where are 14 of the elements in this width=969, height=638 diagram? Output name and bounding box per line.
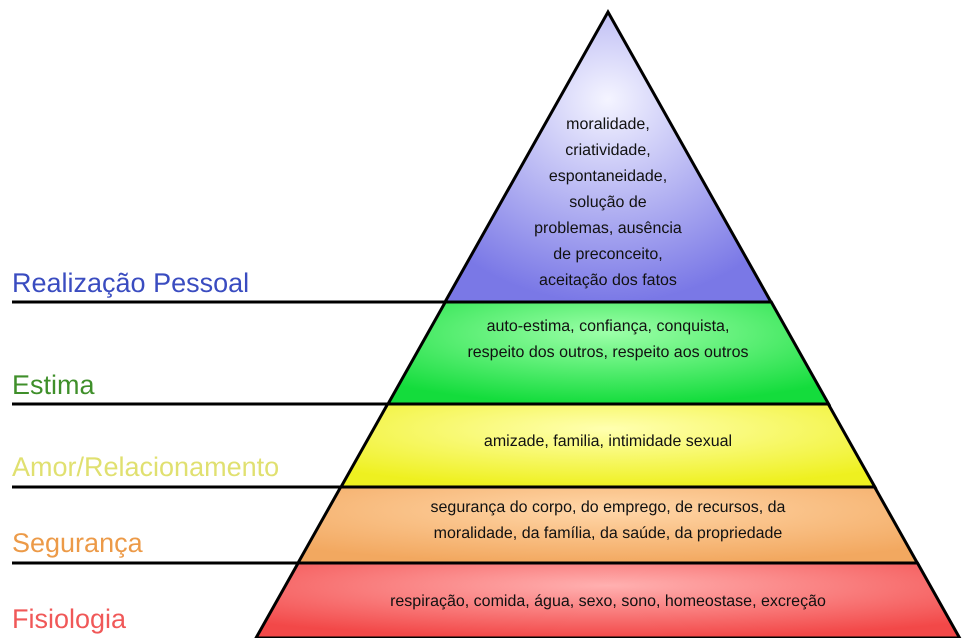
level-description: amizade, familia, intimidade sexual xyxy=(482,432,734,452)
level-description: respiração, comida, água, sexo, sono, homeostase, excreção xyxy=(389,592,827,612)
level-description: segurança do corpo, do emprego, de recursos, da moralidade, da família, da saúde, da propriedade xyxy=(430,498,786,544)
level-name: Amor/Relacionamento xyxy=(12,452,280,483)
pyramid-level xyxy=(341,404,875,487)
pyramid-level xyxy=(298,487,918,563)
level-name: Realização Pessoal xyxy=(12,268,250,299)
pyramid-level xyxy=(256,563,960,638)
level-name: Segurança xyxy=(12,528,143,559)
level-name: Fisiologia xyxy=(12,604,126,635)
level-name: Estima xyxy=(12,370,95,401)
level-description: auto-estima, confiança, conquista, respeito dos outros, respeito aos outros xyxy=(466,317,750,363)
level-description: moralidade, criatividade, espontaneidade, solução de problemas, ausência de preconceito, aceitação dos fatos xyxy=(533,115,683,291)
pyramid-level xyxy=(388,302,828,404)
